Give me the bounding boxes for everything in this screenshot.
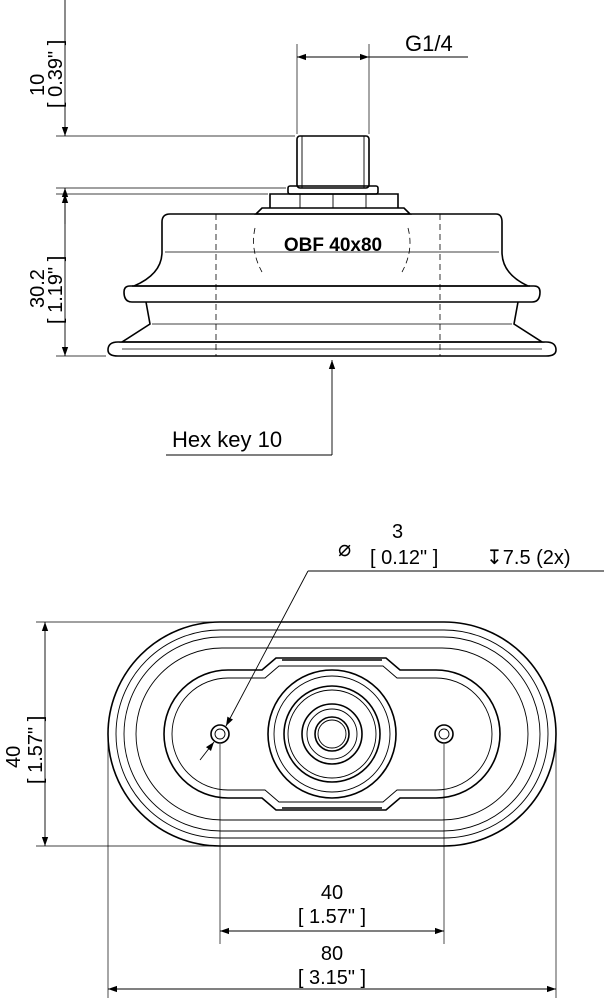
hole-diameter-symbol: ⌀ xyxy=(338,536,351,561)
center-fitting xyxy=(267,669,397,799)
hole-depth: ↧7.5 (2x) xyxy=(486,547,571,569)
thread-length-dimension: 10 [ 0.39" ] xyxy=(27,0,295,224)
bellows-body xyxy=(107,213,557,357)
length-mm: 80 xyxy=(321,943,343,965)
width-inch: [ 1.57" ] xyxy=(25,716,47,784)
top-view: ⌀ 3 [ 0.12" ] ↧7.5 (2x) 40 [ 1.57" ] 40 … xyxy=(3,521,604,998)
mounting-hole-left xyxy=(210,724,230,744)
width-mm: 40 xyxy=(3,746,25,768)
hole-spacing-inch: [ 1.57" ] xyxy=(298,906,366,928)
hole-callout: ⌀ 3 [ 0.12" ] ↧7.5 (2x) xyxy=(199,521,604,761)
thread-length-mm: 10 xyxy=(27,74,49,96)
thread-fitting xyxy=(287,135,379,195)
side-view: OBF 40x80 G1/4 10 [ 0.39" ] 30.2 [ 1.19"… xyxy=(27,0,557,456)
hex-key-label: Hex key 10 xyxy=(172,427,282,452)
height-mm: 30.2 xyxy=(27,269,49,308)
thread-label: G1/4 xyxy=(405,31,453,56)
hole-spacing-mm: 40 xyxy=(321,882,343,904)
height-dimension: 30.2 [ 1.19" ] xyxy=(27,193,268,357)
hole-diameter-mm: 3 xyxy=(392,521,403,543)
thread-size-dimension: G1/4 xyxy=(296,31,468,134)
length-inch: [ 3.15" ] xyxy=(298,967,366,989)
hole-spacing-dimension: 40 [ 1.57" ] xyxy=(219,744,445,944)
mounting-hole-right xyxy=(434,724,454,744)
width-dimension: 40 [ 1.57" ] xyxy=(3,621,330,847)
height-inch: [ 1.19" ] xyxy=(45,256,67,324)
hex-nut xyxy=(254,193,412,215)
length-dimension: 80 [ 3.15" ] xyxy=(107,736,557,998)
hex-key-callout: Hex key 10 xyxy=(166,360,336,456)
hole-diameter-inch: [ 0.12" ] xyxy=(370,547,438,569)
thread-length-inch: [ 0.39" ] xyxy=(45,40,67,108)
product-marking: OBF 40x80 xyxy=(284,235,382,256)
